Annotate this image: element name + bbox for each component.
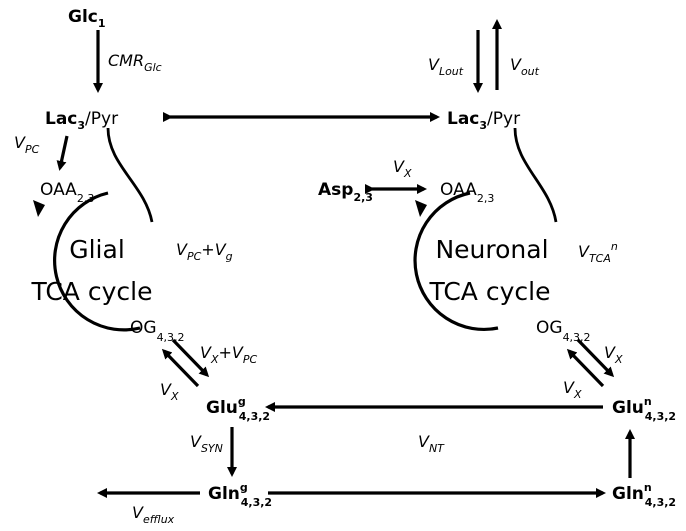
flux-v-lout: VLout: [428, 55, 464, 78]
arrow-glu-to-og-neuronal: [566, 348, 605, 388]
neuronal-cycle-label-line1: Neuronal: [435, 235, 548, 264]
node-og-neuronal: OG4,3,2: [536, 318, 591, 344]
arrow-pyr-to-oaa-glial: [56, 135, 69, 171]
glial-cycle-label-line1: Glial: [69, 235, 125, 264]
flux-cmr-glc: CMRGlc: [108, 51, 162, 74]
glial-pyr-inflow-curve: [106, 127, 154, 223]
glial-cycle-arrowhead: [33, 200, 45, 217]
neuronal-pyr-inflow-curve: [513, 127, 558, 223]
flux-v-efflux: Vefflux: [132, 503, 175, 526]
node-og-glial: OG4,3,2: [130, 318, 185, 344]
flux-v-x-neuronal-upper: VX: [604, 343, 623, 366]
flux-v-x-plus-vpc: VX+VPC: [200, 343, 257, 366]
node-lac-neuronal: Lac3/Pyr: [447, 109, 520, 132]
node-oaa-neuronal: OAA2,3: [440, 180, 494, 205]
node-oaa-glial: OAA2,3: [40, 180, 94, 205]
neuronal-cycle-arrowhead: [415, 200, 427, 217]
glial-cycle-label-line2: TCA cycle: [31, 277, 153, 306]
flux-v-nt: VNT: [418, 432, 445, 455]
flux-v-tca-n: VTCAn: [578, 240, 618, 265]
flux-v-syn: VSYN: [190, 432, 223, 455]
flux-v-pc-plus-vg: VPC+Vg: [176, 240, 233, 263]
arrow-og-to-glu-glial: [171, 338, 210, 378]
flux-v-x-asp: VX: [393, 157, 412, 180]
node-lac-glial: Lac3/Pyr: [45, 109, 118, 132]
node-asp: Asp2,3: [318, 180, 373, 204]
node-glc: Glc1: [68, 7, 106, 30]
arrow-og-to-glu-neuronal: [576, 338, 615, 378]
flux-v-x-glial: VX: [160, 380, 179, 403]
glial-tca-circle: [53, 191, 141, 332]
arrow-glu-to-og-glial: [161, 348, 200, 388]
neuronal-cycle-label-line2: TCA cycle: [429, 277, 551, 306]
flux-v-out: Vout: [510, 55, 540, 78]
neuronal-tca-circle: [413, 191, 499, 332]
flux-v-pc: VPC: [14, 133, 40, 156]
flux-v-x-neuronal-lower: VX: [563, 378, 582, 401]
